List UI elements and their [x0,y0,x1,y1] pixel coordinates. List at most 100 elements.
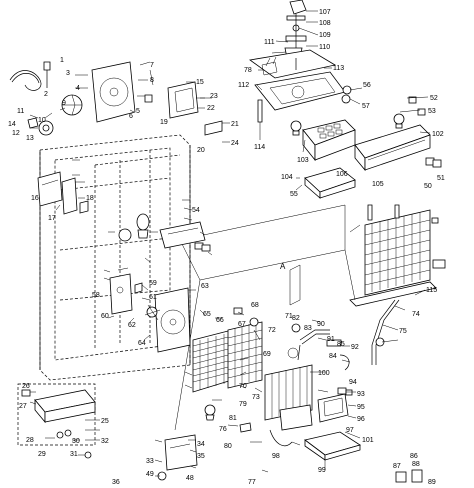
callout-58: 58 [92,292,100,299]
heat-exchanger [264,364,313,431]
callout-35: 35 [197,453,205,460]
callout-74: 74 [412,311,420,318]
callout-93: 93 [357,391,365,398]
callout-82: 82 [292,315,300,322]
callout-89: 89 [428,479,436,486]
callout-6: 6 [129,113,133,120]
callout-92: 92 [351,344,359,351]
callout-65: 65 [203,311,211,318]
drain-tube [371,299,400,365]
callout-11: 11 [17,108,24,115]
fan-shroud-upper [91,61,154,123]
callout-labels: 107 108 109 110 111 113 112 114 103 102 … [8,9,445,486]
left-bracket [37,171,89,215]
callout-15: 15 [196,79,204,86]
callout-29: 29 [38,451,46,458]
callout-83: 83 [304,325,312,332]
callout-88: 88 [412,461,420,468]
callout-87: 87 [393,463,401,470]
condenser-coil-front [227,307,263,389]
section-guide [174,204,356,431]
callout-80: 80 [224,443,232,450]
power-cord [9,61,51,91]
callout-27: 27 [19,403,27,410]
callout-94: 94 [349,379,357,386]
callout-76: 76 [219,426,227,433]
callout-25: 25 [101,418,109,425]
callout-84: 84 [329,353,337,360]
callout-64: 64 [138,340,146,347]
callout-67: 67 [238,321,246,328]
callout-91: 91 [327,336,335,343]
callout-98: 98 [272,453,280,460]
callout-68: 68 [251,302,259,309]
callout-107: 107 [319,9,331,16]
callout-5: 5 [136,108,140,115]
callout-79: 79 [239,401,247,408]
callout-60: 60 [101,313,109,320]
callout-96: 96 [357,416,365,423]
callout-49: 49 [146,471,154,478]
callout-50: 50 [424,183,432,190]
refrigerant-tubing [291,323,350,371]
callout-21: 21 [231,121,239,128]
callout-75: 75 [399,328,407,335]
callout-22: 22 [207,105,215,112]
condenser-coil [192,329,233,393]
callout-51: 51 [437,175,445,182]
bottom-right-parts [395,469,423,483]
callout-19: 19 [160,119,168,126]
base-bracket [17,383,96,459]
callout-99: 99 [318,467,326,474]
callout-95: 95 [357,404,365,411]
callout-31: 31 [70,451,78,458]
callout-69: 69 [263,351,271,358]
callout-73: 73 [252,394,260,401]
fan-shroud-lower [144,287,191,353]
callout-112: 112 [238,82,249,89]
callout-24: 24 [231,140,239,147]
callout-53: 53 [428,108,436,115]
section-marker-a: A [280,262,286,271]
callout-10: 10 [38,117,46,124]
callout-1: 1 [60,57,64,64]
callout-78: 78 [244,67,252,74]
callout-102: 102 [432,131,444,138]
callout-85: 85 [337,341,345,348]
callout-20: 20 [197,147,205,154]
callout-72: 72 [268,327,276,334]
callout-77: 77 [248,479,256,486]
callout-105: 105 [372,181,384,188]
callout-9: 9 [62,100,66,107]
callout-59: 59 [149,280,157,287]
callout-13: 13 [26,135,34,142]
callout-111: 111 [264,39,275,46]
callout-63: 63 [201,283,209,290]
callout-17: 17 [48,215,56,222]
drain-tray [304,167,356,199]
callout-34: 34 [197,441,205,448]
bottom-center-bracket [157,434,198,481]
callout-108: 108 [319,20,331,27]
callout-81: 81 [229,415,237,422]
callout-115: 115 [426,287,437,294]
ice-maker-top-assembly [248,0,352,123]
callout-101: 101 [362,437,374,444]
callout-30: 30 [72,438,80,445]
callout-14: 14 [8,121,16,128]
callout-86: 86 [410,453,418,460]
callout-7: 7 [150,62,154,69]
callout-100: 100 [318,370,330,377]
callout-109: 109 [319,32,331,39]
callout-26: 26 [22,383,30,390]
callout-110: 110 [319,44,330,51]
callout-8: 8 [150,77,154,84]
callout-90: 90 [317,321,325,328]
callout-66: 66 [216,317,224,324]
callout-28: 28 [26,437,34,444]
evaporator-coil [349,204,446,307]
callout-97: 97 [346,427,354,434]
thermostat-bracket [103,269,143,315]
callout-36: 36 [112,479,120,486]
